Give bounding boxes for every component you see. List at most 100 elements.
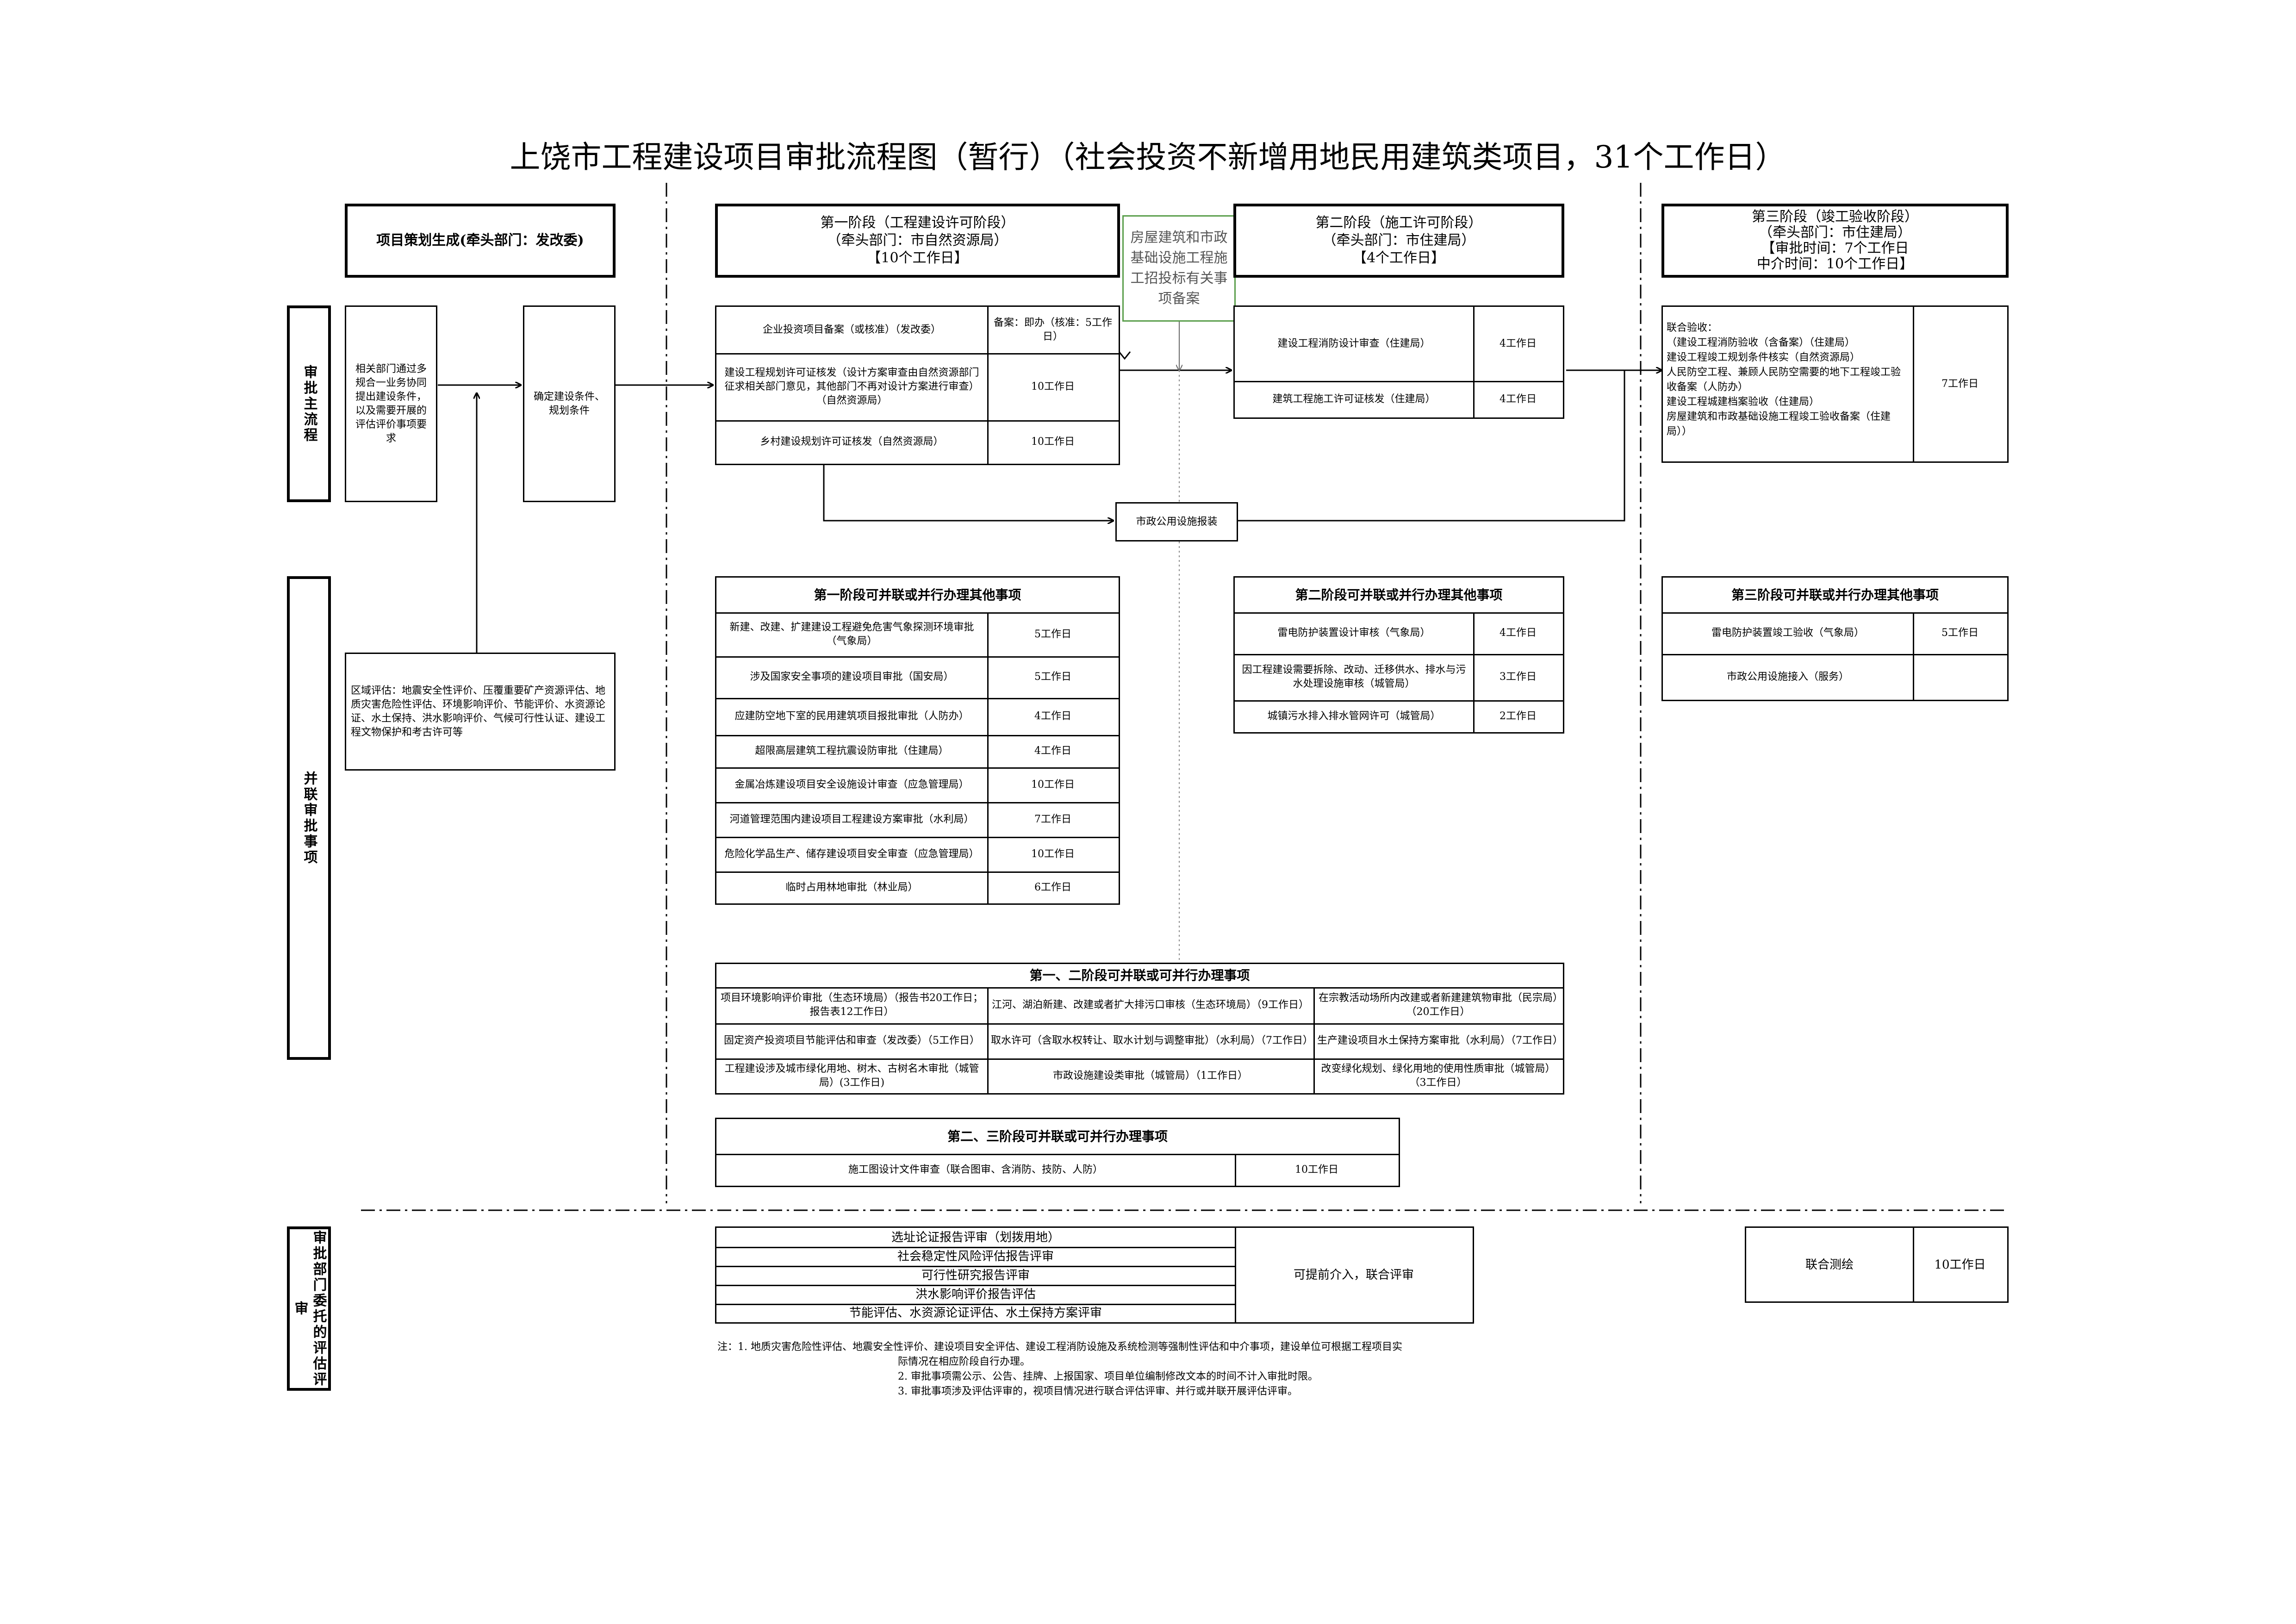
stage2-header-line1: 第二阶段（施工许可阶段） xyxy=(1315,215,1482,231)
stage1-parallel-name: 涉及国家安全事项的建设项目审批（国安局） xyxy=(750,671,954,683)
stage3-parallel-name: 市政公用设施接入（服务） xyxy=(1726,671,1849,683)
stage3-parallel-table: 第三阶段可并联或并行办理其他事项 雷电防护装置竣工验收（气象局） 5工作日 市政… xyxy=(1661,576,2009,701)
stage1-items-table: 企业投资项目备案（或核准）（发改委） 备案：即办（核准：5工作日） 建设工程规划… xyxy=(715,305,1120,465)
stage12-cell: 市政设施建设类审批（城管局）（1工作日） xyxy=(1053,1070,1248,1082)
stage12-title: 第一、二阶段可并联或可并行办理事项 xyxy=(1029,968,1250,983)
stage3-joint-line: 联合验收： xyxy=(1667,322,1718,334)
survey-time: 10工作日 xyxy=(1934,1257,1986,1272)
stage1-parallel-time: 10工作日 xyxy=(1031,848,1075,860)
stage12-cell: 固定资产投资项目节能评估和审查（发改委）（5工作日） xyxy=(724,1035,980,1046)
planning-determine: 确定建设条件、规划条件 xyxy=(523,305,616,502)
note-line: 注：1. 地质灾害危险性评估、地震安全性评价、建设项目安全评估、建设工程消防设施… xyxy=(717,1341,1402,1353)
planning-header: 项目策划生成(牵头部门：发改委) xyxy=(345,204,616,278)
stage3-header-line1: 第三阶段（竣工验收阶段） xyxy=(1752,209,1918,225)
stage1-parallel-time: 5工作日 xyxy=(1034,671,1071,683)
note-line: 2. 审批事项需公示、公告、挂牌、上报国家、项目单位编制修改文本的时间不计入审批… xyxy=(898,1371,1318,1382)
stage12-cell: 取水许可（含取水权转让、取水计划与调整审批）（水利局）（7工作日） xyxy=(991,1035,1313,1046)
stage3-joint-line: 建设工程竣工规划条件核实（自然资源局） xyxy=(1667,352,1860,363)
stage12-cell: 项目环境影响评价审批（生态环境局）（报告书20工作日；报告表12工作日） xyxy=(721,992,983,1018)
stage3-joint-time: 7工作日 xyxy=(1941,378,1979,390)
stage1-item-name: 乡村建设规划许可证核发（自然资源局） xyxy=(760,436,944,448)
stage1-header-line1: 第一阶段（工程建设许可阶段） xyxy=(820,215,1015,231)
stage1-parallel-time: 4工作日 xyxy=(1034,710,1071,722)
stage1-parallel-name: 河道管理范围内建设项目工程建设方案审批（水利局） xyxy=(729,813,974,825)
stage3-parallel-title: 第三阶段可并联或并行办理其他事项 xyxy=(1731,587,1939,603)
stage1-item-name: 建设工程规划许可证核发（设计方案审查由自然资源部门征求相关部门意见，其他部门不再… xyxy=(724,367,979,406)
stage12-cell: 江河、湖泊新建、改建或者扩大排污口审核（生态环境局）（9工作日） xyxy=(992,999,1309,1011)
stage2-item-time: 4工作日 xyxy=(1500,393,1537,405)
arrow-to-municipal xyxy=(823,465,1113,521)
stage1-parallel-name: 金属冶炼建设项目安全设施设计审查（应急管理局） xyxy=(734,778,969,790)
planning-coordinate: 相关部门通过多规合一业务协同提出建设条件，以及需要开展的评估评价事项要求 xyxy=(345,305,437,502)
entrusted-result: 可提前介入，联合评审 xyxy=(1293,1268,1414,1282)
entrusted-item: 选址论证报告评审（划拨用地） xyxy=(891,1230,1060,1244)
stage23-title: 第二、三阶段可并联或可并行办理事项 xyxy=(947,1128,1168,1144)
stage1-parallel-name: 应建防空地下室的民用建筑项目报批审批（人防办） xyxy=(734,710,969,722)
stage3-joint-text: 联合验收： （建设工程消防验收（含备案）（住建局） 建设工程竣工规划条件核实（自… xyxy=(1663,307,1913,461)
stage3-header-line3: 【审批时间：7个工作日 xyxy=(1761,240,1909,256)
stage1-parallel-time: 5工作日 xyxy=(1034,628,1071,640)
stage1-parallel-time: 7工作日 xyxy=(1034,813,1071,825)
stage1-parallel-name: 临时占用林地审批（林业局） xyxy=(785,881,918,893)
stage2-parallel-title: 第二阶段可并联或并行办理其他事项 xyxy=(1295,587,1503,603)
stage2-parallel-time: 3工作日 xyxy=(1500,671,1537,683)
entrusted-item: 洪水影响评价报告评估 xyxy=(915,1287,1036,1301)
lane-main: 审批主流程 xyxy=(287,305,331,502)
stage2-parallel-time: 2工作日 xyxy=(1500,710,1537,722)
stage3-joint-table: 联合验收： （建设工程消防验收（含备案）（住建局） 建设工程竣工规划条件核实（自… xyxy=(1661,305,2009,463)
stage3-header-line2: （牵头部门：市住建局） xyxy=(1759,224,1911,241)
stage3-joint-line: 房屋建筑和市政基础设施工程竣工验收备案（住建局）） xyxy=(1667,411,1891,437)
stage1-caret-mark xyxy=(1118,351,1131,360)
municipal-report-box: 市政公用设施报装 xyxy=(1115,502,1238,541)
stage2-header: 第二阶段（施工许可阶段） （牵头部门：市住建局） 【4个工作日】 xyxy=(1233,204,1564,278)
arrow-municipal-to-stage3 xyxy=(1238,370,1625,522)
stage2-item-name: 建筑工程施工许可证核发（住建局） xyxy=(1272,393,1436,405)
stage1-parallel-table: 第一阶段可并联或并行办理其他事项 新建、改建、扩建建设工程避免危害气象探测环境审… xyxy=(715,576,1120,905)
note-line: 3. 审批事项涉及评估评审的，视项目情况进行联合评估评审、并行或并联开展评估评审… xyxy=(898,1386,1298,1397)
stage1-parallel-name: 新建、改建、扩建建设工程避免危害气象探测环境审批（气象局） xyxy=(729,621,974,647)
stage1-item-name: 企业投资项目备案（或核准）（发改委） xyxy=(762,324,941,336)
stage12-cell: 生产建设项目水土保持方案审批（水利局）（7工作日） xyxy=(1317,1035,1563,1046)
stage3-header-line4: 中介时间：10个工作日】 xyxy=(1756,256,1914,272)
lane-parallel: 并联审批事项 xyxy=(287,576,331,1060)
stage1-item-time: 备案：即办（核准：5工作日） xyxy=(994,317,1112,342)
stage2-item-time: 4工作日 xyxy=(1500,338,1537,349)
stage1-parallel-name: 超限高层建筑工程抗震设防审批（住建局） xyxy=(755,745,949,757)
stage1-item-time: 10工作日 xyxy=(1031,436,1075,448)
notes: 注：1. 地质灾害危险性评估、地震安全性评价、建设项目安全评估、建设工程消防设施… xyxy=(717,1340,1597,1399)
stage3-header: 第三阶段（竣工验收阶段） （牵头部门：市住建局） 【审批时间：7个工作日 中介时… xyxy=(1661,204,2009,278)
stage1-parallel-name: 危险化学品生产、储存建设项目安全审查（应急管理局） xyxy=(724,848,979,860)
stage12-table: 第一、二阶段可并联或可并行办理事项 项目环境影响评价审批（生态环境局）（报告书2… xyxy=(715,963,1564,1095)
stage1-parallel-time: 6工作日 xyxy=(1034,881,1071,893)
stage2-parallel-table: 第二阶段可并联或并行办理其他事项 雷电防护装置设计审核（气象局） 4工作日 因工… xyxy=(1233,576,1564,734)
tender-box: 房屋建筑和市政基础设施工程施工招投标有关事项备案 xyxy=(1122,215,1236,322)
stage1-parallel-title: 第一阶段可并联或并行办理其他事项 xyxy=(814,587,1021,603)
entrusted-item: 节能评估、水资源论证评估、水土保持方案评审 xyxy=(849,1306,1102,1320)
entrusted-item: 可行性研究报告评审 xyxy=(921,1268,1030,1282)
page-title: 上饶市工程建设项目审批流程图（暂行）（社会投资不新增用地民用建筑类项目，31个工… xyxy=(510,139,1786,175)
stage2-header-line2: （牵头部门：市住建局） xyxy=(1322,232,1475,249)
stage12-cell: 改变绿化规划、绿化用地的使用性质审批（城管局）（3工作日） xyxy=(1321,1063,1556,1089)
stage1-header-line2: （牵头部门：市自然资源局） xyxy=(827,232,1008,249)
stage1-parallel-time: 10工作日 xyxy=(1031,778,1075,790)
stage3-parallel-time: 5工作日 xyxy=(1941,627,1979,639)
stage3-joint-line: 人民防空工程、兼顾人民防空需要的地下工程竣工验收备案（人防办） xyxy=(1667,367,1901,393)
stage3-joint-line: （建设工程消防验收（含备案）（住建局） xyxy=(1667,337,1855,348)
stage1-parallel-time: 4工作日 xyxy=(1034,745,1071,757)
stage2-header-line3: 【4个工作日】 xyxy=(1352,250,1445,266)
stage23-table: 第二、三阶段可并联或可并行办理事项 施工图设计文件审查（联合图审、含消防、技防、… xyxy=(715,1118,1400,1187)
planning-regional: 区域评估：地震安全性评价、压覆重要矿产资源评估、地质灾害危险性评估、环境影响评价… xyxy=(345,653,616,771)
stage2-parallel-name: 雷电防护装置设计审核（气象局） xyxy=(1277,627,1431,639)
stage12-cell: 在宗教活动场所内改建或者新建建筑物审批（民宗局）（20工作日） xyxy=(1318,992,1558,1018)
stage3-parallel-time xyxy=(1913,654,2007,700)
stage23-item: 施工图设计文件审查（联合图审、含消防、技防、人防） xyxy=(848,1164,1103,1176)
note-line: 际情况在相应阶段自行办理。 xyxy=(898,1356,1031,1368)
survey-table: 联合测绘 10工作日 xyxy=(1745,1226,2009,1303)
stage3-parallel-name: 雷电防护装置竣工验收（气象局） xyxy=(1711,627,1864,639)
stage2-parallel-time: 4工作日 xyxy=(1500,627,1537,639)
stage2-parallel-name: 因工程建设需要拆除、改动、迁移供水、排水与污水处理设施审核（城管局） xyxy=(1242,664,1466,690)
entrusted-item: 社会稳定性风险评估报告评审 xyxy=(897,1249,1054,1263)
stage2-parallel-name: 城镇污水排入排水管网许可（城管局） xyxy=(1267,710,1441,722)
stage1-header-line3: 【10个工作日】 xyxy=(867,250,968,266)
